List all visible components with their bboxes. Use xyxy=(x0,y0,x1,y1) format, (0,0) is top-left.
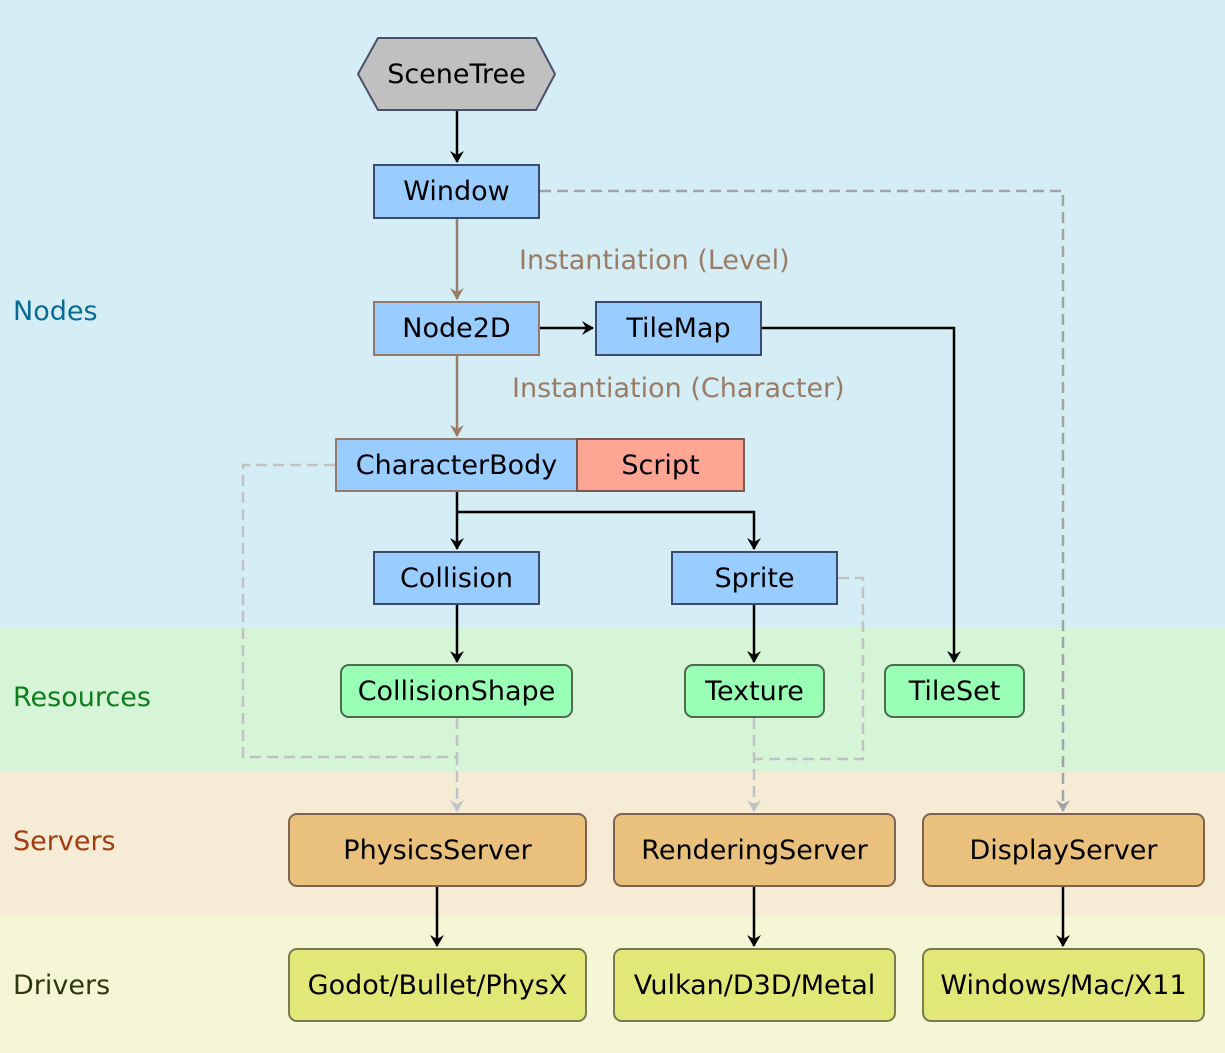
node-window[interactable]: Window xyxy=(373,164,540,219)
edge-window-displayserver xyxy=(540,189,1070,812)
node-scenetree[interactable]: SceneTree xyxy=(387,58,526,90)
resource-texture[interactable]: Texture xyxy=(684,664,825,718)
edge-tilemap-tileset xyxy=(762,326,961,663)
edge-label-instantiation-character: Instantiation (Character) xyxy=(512,373,845,404)
node-node2d[interactable]: Node2D xyxy=(373,301,540,356)
edge-label-instantiation-level: Instantiation (Level) xyxy=(519,245,790,276)
node-collision[interactable]: Collision xyxy=(373,551,540,605)
server-display[interactable]: DisplayServer xyxy=(922,813,1205,887)
layer-label-drivers: Drivers xyxy=(13,970,111,1001)
edge-sprite-renderingserver xyxy=(754,576,865,761)
driver-display[interactable]: Windows/Mac/X11 xyxy=(922,948,1205,1022)
edge-characterbody-physicsserver xyxy=(241,463,464,812)
resource-collisionshape[interactable]: CollisionShape xyxy=(340,664,573,718)
node-tilemap[interactable]: TileMap xyxy=(595,301,762,356)
layer-label-servers: Servers xyxy=(13,826,116,857)
node-sprite[interactable]: Sprite xyxy=(671,551,838,605)
driver-physics[interactable]: Godot/Bullet/PhysX xyxy=(288,948,587,1022)
layer-label-resources: Resources xyxy=(13,682,151,713)
server-rendering[interactable]: RenderingServer xyxy=(613,813,896,887)
server-physics[interactable]: PhysicsServer xyxy=(288,813,587,887)
node-characterbody[interactable]: CharacterBody xyxy=(335,438,578,492)
edge-characterbody-sprite xyxy=(457,510,761,550)
scenetree-hexagon-shape xyxy=(356,37,557,111)
node-script[interactable]: Script xyxy=(576,438,745,492)
layer-label-nodes: Nodes xyxy=(13,296,98,327)
driver-rendering[interactable]: Vulkan/D3D/Metal xyxy=(613,948,896,1022)
resource-tileset[interactable]: TileSet xyxy=(884,664,1025,718)
